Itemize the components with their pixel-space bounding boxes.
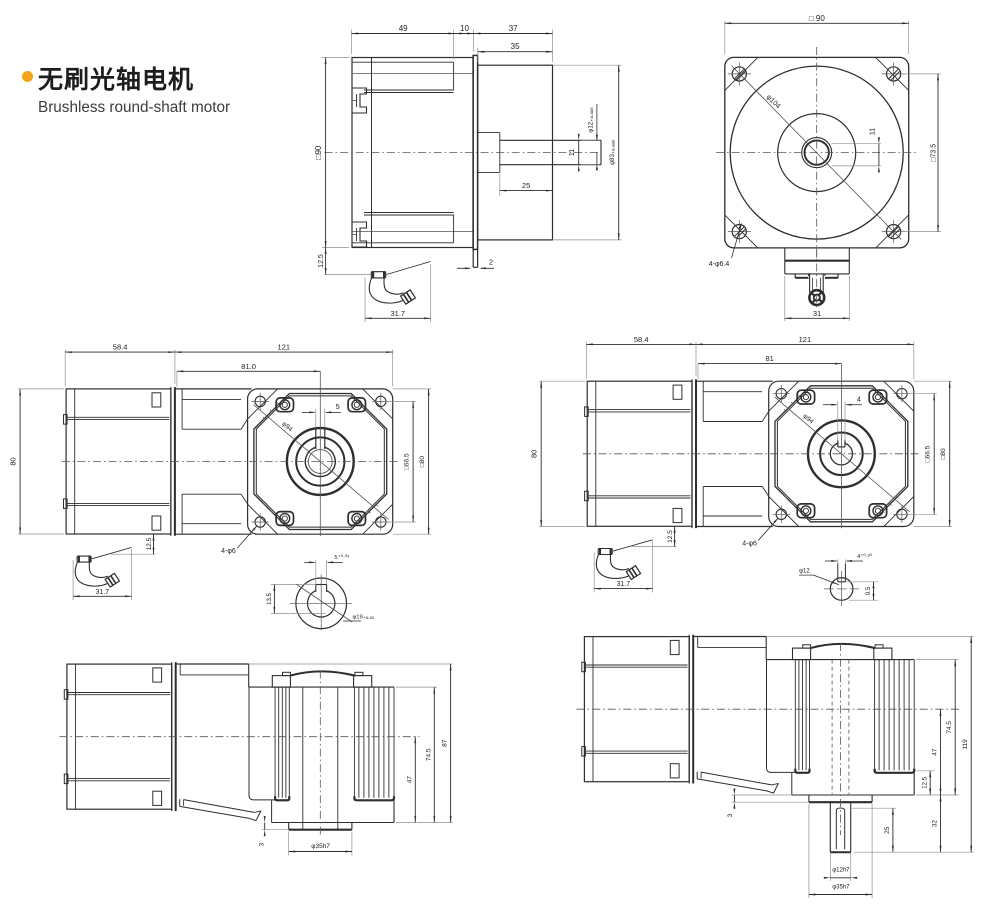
svg-text:13.5: 13.5 bbox=[267, 593, 273, 605]
svg-text:12.5: 12.5 bbox=[667, 530, 674, 543]
svg-text:58.4: 58.4 bbox=[113, 343, 128, 352]
svg-text:φ12: φ12 bbox=[799, 568, 810, 574]
svg-text:37: 37 bbox=[509, 24, 518, 33]
svg-text:74.5: 74.5 bbox=[425, 748, 432, 761]
svg-text:31.7: 31.7 bbox=[95, 589, 109, 596]
svg-text:25: 25 bbox=[522, 181, 530, 190]
svg-text:74.5: 74.5 bbox=[946, 721, 953, 734]
svg-text:47: 47 bbox=[932, 748, 939, 756]
svg-text:25: 25 bbox=[884, 826, 891, 834]
svg-text:□ 90: □ 90 bbox=[809, 14, 826, 23]
svg-text:12.5: 12.5 bbox=[146, 537, 153, 550]
svg-text:58.4: 58.4 bbox=[634, 335, 649, 344]
svg-text:32: 32 bbox=[932, 820, 939, 828]
svg-text:4-φ6.4: 4-φ6.4 bbox=[709, 261, 730, 268]
svg-text:φ35h7: φ35h7 bbox=[311, 843, 330, 850]
svg-text:φ94: φ94 bbox=[280, 420, 294, 433]
svg-text:□66.5: □66.5 bbox=[925, 445, 932, 462]
svg-text:φ12h7: φ12h7 bbox=[832, 868, 850, 874]
svg-text:119: 119 bbox=[962, 739, 969, 750]
svg-text:□73.5: □73.5 bbox=[931, 144, 938, 162]
svg-text:□80: □80 bbox=[940, 448, 947, 460]
svg-text:□80: □80 bbox=[419, 456, 426, 468]
svg-text:81: 81 bbox=[766, 354, 774, 363]
svg-text:11: 11 bbox=[870, 128, 877, 135]
svg-text:4-φ6: 4-φ6 bbox=[742, 540, 757, 547]
svg-text:9.5: 9.5 bbox=[866, 586, 872, 595]
svg-text:2: 2 bbox=[489, 258, 493, 267]
svg-text:80: 80 bbox=[9, 457, 18, 465]
svg-text:5: 5 bbox=[336, 404, 340, 411]
svg-text:10: 10 bbox=[460, 24, 469, 33]
svg-text:35: 35 bbox=[511, 42, 520, 51]
svg-text:11: 11 bbox=[569, 149, 576, 156]
svg-text:4-φ6: 4-φ6 bbox=[221, 548, 236, 555]
svg-text:49: 49 bbox=[399, 24, 408, 33]
svg-text:81.0: 81.0 bbox=[241, 362, 256, 371]
svg-text:5⁺⁰·⁰³: 5⁺⁰·⁰³ bbox=[334, 554, 349, 561]
svg-text:4: 4 bbox=[857, 397, 861, 404]
svg-text:3: 3 bbox=[727, 813, 734, 817]
svg-text:31.7: 31.7 bbox=[617, 581, 631, 588]
svg-text:31: 31 bbox=[813, 309, 821, 318]
svg-text:φ35h7: φ35h7 bbox=[832, 884, 850, 890]
svg-text:47: 47 bbox=[406, 776, 413, 784]
svg-text:3: 3 bbox=[258, 842, 265, 846]
svg-text:12.5: 12.5 bbox=[318, 254, 325, 268]
svg-text:80: 80 bbox=[530, 450, 539, 458]
svg-text:□66.5: □66.5 bbox=[404, 453, 411, 470]
svg-text:φ19₊ₐ.ₐ₅: φ19₊ₐ.ₐ₅ bbox=[353, 615, 375, 621]
svg-text:121: 121 bbox=[278, 343, 291, 352]
svg-text:31.7: 31.7 bbox=[390, 309, 405, 318]
svg-text:121: 121 bbox=[799, 335, 812, 344]
svg-text:φ83₊ₐ.ₐₐ₈: φ83₊ₐ.ₐₐ₈ bbox=[609, 139, 616, 165]
svg-text:φ12₊ₐ.ₐₐ₈: φ12₊ₐ.ₐₐ₈ bbox=[588, 107, 595, 133]
svg-text:□90: □90 bbox=[314, 145, 323, 159]
svg-text:12.5: 12.5 bbox=[923, 776, 929, 788]
svg-text:87: 87 bbox=[442, 739, 449, 747]
svg-text:φ94: φ94 bbox=[801, 413, 815, 426]
svg-text:4⁺⁰·³⁰: 4⁺⁰·³⁰ bbox=[857, 553, 872, 560]
